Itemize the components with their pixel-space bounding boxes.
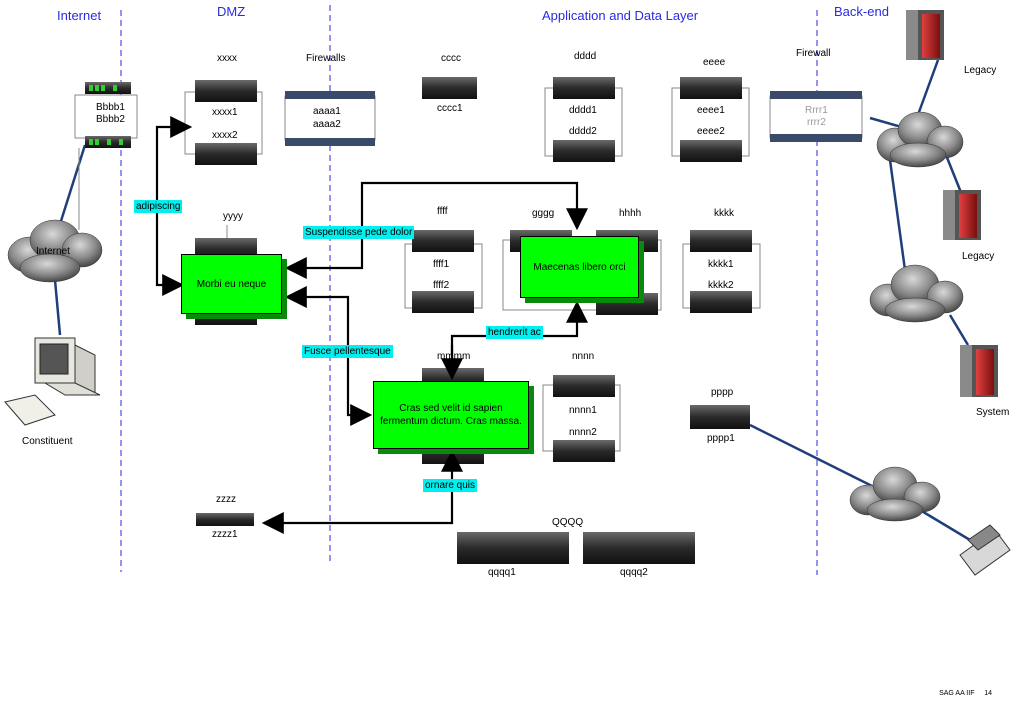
label-system: System (976, 407, 1010, 418)
dddd-group (544, 77, 623, 162)
label-xxxx: xxxx (217, 53, 237, 64)
label-xxxx1: xxxx1 (212, 107, 238, 118)
label-nnnn: nnnn (572, 351, 595, 362)
label-bbbb2: Bbbb2 (96, 114, 125, 125)
label-nnnn1: nnnn1 (569, 405, 597, 416)
label-hhhh: hhhh (619, 208, 642, 219)
label-kkkk2: kkkk2 (708, 280, 734, 291)
label-nnnn2: nnnn2 (569, 427, 597, 438)
computer-icon (4, 337, 101, 426)
label-zzzz1: zzzz1 (212, 529, 238, 540)
connector-ornare: ornare quis (423, 479, 478, 492)
label-ffff: ffff (437, 206, 448, 217)
connector-adipiscing: adipiscing (134, 200, 183, 213)
label-cccc1: cccc1 (437, 103, 463, 114)
bbbb-switch-icon (85, 82, 131, 148)
label-pppp1: pppp1 (707, 433, 735, 444)
label-dddd2: dddd2 (569, 126, 597, 137)
connector-suspendisse: Suspendisse pede dolor (303, 226, 415, 239)
label-legacy-1: Legacy (964, 65, 997, 76)
label-kkkk1: kkkk1 (708, 259, 734, 270)
internet-cloud-icon (7, 219, 103, 283)
label-qqqq2: qqqq2 (620, 567, 648, 578)
label-qqqq1: qqqq1 (488, 567, 516, 578)
zone-app-data: Application and Data Layer (542, 8, 699, 23)
system-server-icon (960, 345, 998, 397)
label-firewall: Firewall (796, 48, 831, 59)
label-gggg: gggg (532, 208, 555, 219)
xxxx-group (184, 80, 263, 165)
label-aaaa2: aaaa2 (313, 119, 341, 130)
label-eeee2: eeee2 (697, 126, 725, 137)
footer-page: 14 (984, 690, 992, 697)
label-kkkk: kkkk (714, 208, 734, 219)
telephone-icon (959, 524, 1011, 576)
pppp-server (690, 405, 750, 429)
zone-dmz: DMZ (217, 4, 246, 19)
label-ffff2: ffff2 (433, 280, 450, 291)
cccc-server (422, 77, 477, 99)
label-firewalls: Firewalls (306, 53, 346, 64)
connector-hendrerit: hendrerit ac (486, 326, 543, 339)
label-eeee1: eeee1 (697, 105, 725, 116)
backend-cloud-2-icon (869, 264, 964, 323)
label-legacy-2: Legacy (962, 251, 995, 262)
qqqq-storage-group (457, 532, 695, 564)
box-morbi: Morbi eu neque (181, 254, 282, 314)
label-rrrr2: rrrr2 (807, 117, 826, 128)
label-eeee: eeee (703, 57, 726, 68)
label-ffff1: ffff1 (433, 259, 450, 270)
bbbb-box (74, 94, 138, 139)
label-xxxx2: xxxx2 (212, 130, 238, 141)
backend-cloud-1-icon (876, 111, 964, 168)
label-cccc: cccc (441, 53, 461, 64)
label-zzzz: zzzz (216, 494, 236, 505)
box-cras: Cras sed velit id sapien fermentum dictu… (373, 381, 529, 449)
legacy-server-2-icon (943, 190, 981, 240)
label-dddd1: dddd1 (569, 105, 597, 116)
label-yyyy: yyyy (223, 211, 243, 222)
label-dddd: dddd (574, 51, 597, 62)
ffff-group (404, 230, 483, 313)
label-pppp: pppp (711, 387, 734, 398)
label-bbbb1: Bbbb1 (96, 102, 125, 113)
firewall-rrrr-group (769, 91, 863, 142)
label-constituent: Constituent (22, 436, 73, 447)
box-maecenas: Maecenas libero orci (520, 236, 639, 298)
footer-text: SAG AA IIF (939, 690, 975, 697)
label-internet-cloud: Internet (36, 246, 70, 257)
firewalls-aaaa-group (284, 91, 376, 146)
zone-internet: Internet (57, 8, 102, 23)
label-qqqq: QQQQ (552, 517, 584, 528)
zzzz-server (196, 513, 254, 526)
legacy-server-1-icon (906, 10, 944, 60)
label-rrrr1: Rrrr1 (805, 105, 828, 116)
connector-fusce: Fusce pellentesque (302, 345, 393, 358)
backend-cloud-3-icon (849, 466, 941, 522)
zone-backend: Back-end (834, 4, 889, 19)
footer: SAG AA IIF 14 (939, 690, 992, 697)
kkkk-group (682, 230, 761, 313)
label-aaaa1: aaaa1 (313, 106, 341, 117)
eeee-group (671, 77, 750, 162)
nnnn-group (542, 375, 621, 462)
label-mmmm: mmmm (437, 351, 471, 362)
